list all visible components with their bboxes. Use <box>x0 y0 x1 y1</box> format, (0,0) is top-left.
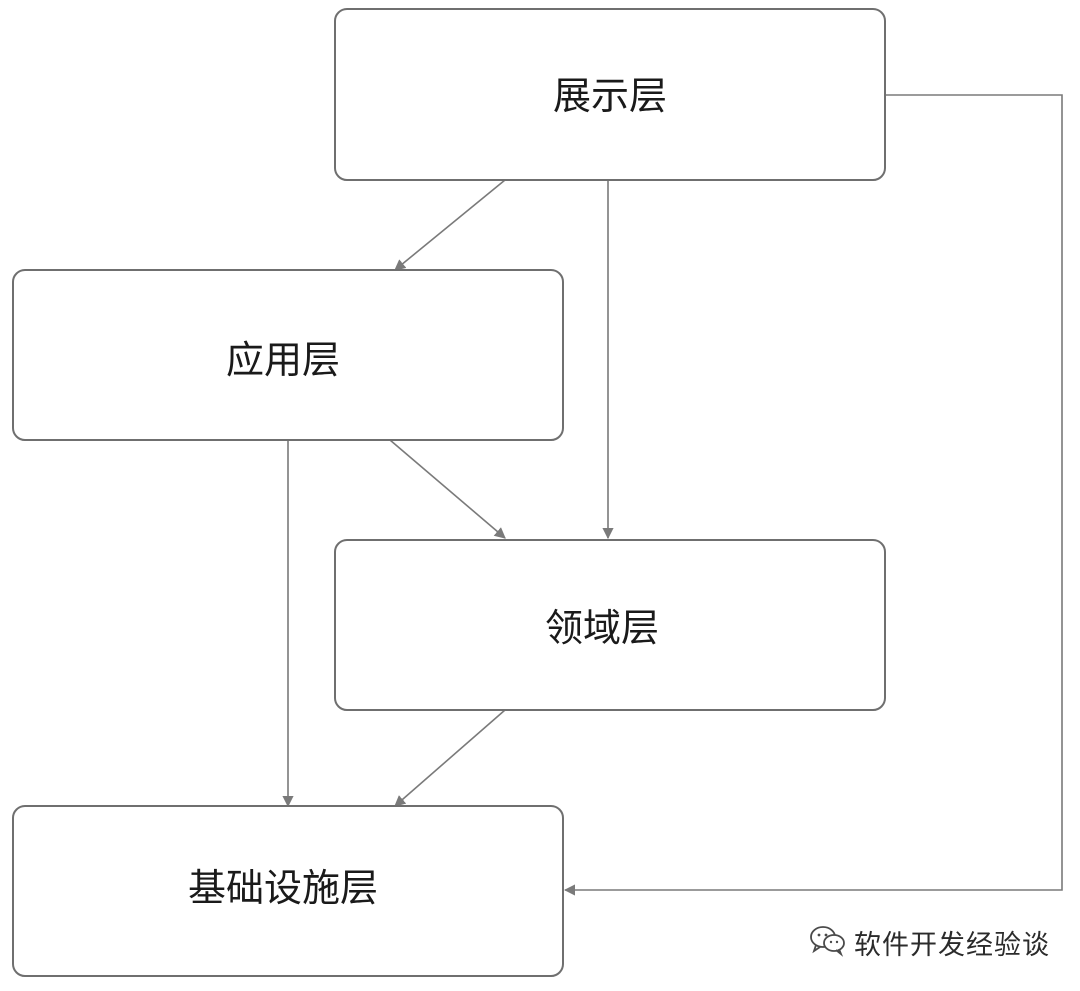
node-application-label: 应用层 <box>226 338 340 382</box>
node-presentation-label: 展示层 <box>553 74 667 118</box>
node-domain-layer: 领域层 <box>334 539 886 711</box>
watermark: 软件开发经验谈 <box>808 922 1050 962</box>
edge-presentation-to-application <box>394 179 506 271</box>
wechat-icon <box>808 923 848 961</box>
edge-domain-to-infrastructure <box>394 709 506 807</box>
node-presentation-layer: 展示层 <box>334 8 886 181</box>
node-infrastructure-layer: 基础设施层 <box>12 805 564 977</box>
node-domain-label: 领域层 <box>545 606 659 650</box>
edge-presentation-to-infrastructure <box>563 94 1063 896</box>
watermark-text: 软件开发经验谈 <box>854 929 1050 961</box>
edge-application-to-domain <box>389 439 506 539</box>
node-application-layer: 应用层 <box>12 269 564 441</box>
node-infrastructure-label: 基础设施层 <box>188 866 378 910</box>
